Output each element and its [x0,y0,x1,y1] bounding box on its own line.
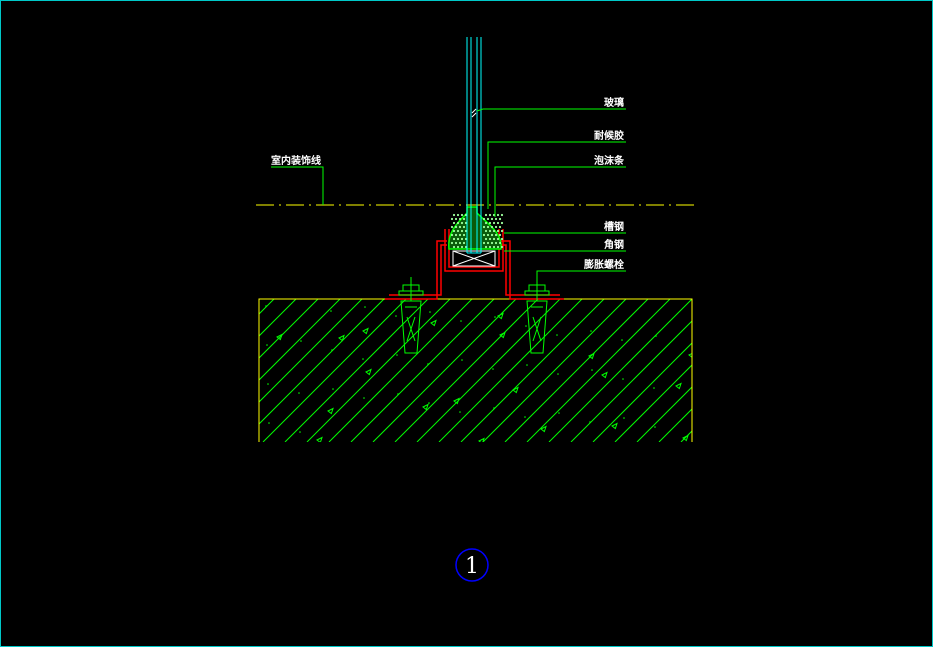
leader-foam-strip [494,166,626,217]
leader-expansion-bolt [536,270,626,283]
label-expansion-bolt: 膨胀螺栓 [584,258,624,271]
glass-panel [466,37,482,254]
foam-strip-sealant [448,206,504,250]
leader-glass [476,108,626,112]
leader-lines [271,108,626,283]
setting-block [452,250,496,267]
slab-outline [258,298,693,442]
detail-circle [455,548,489,582]
concrete-aggregate [265,305,692,442]
leader-sealant [487,141,626,209]
label-glass: 玻璃 [604,96,624,109]
label-angle-steel: 角钢 [604,238,624,251]
expansion-bolt-right [524,277,550,354]
leader-interior-finish [271,166,324,205]
concrete-slab [258,298,693,442]
label-structural-sealant: 耐候胶 [594,129,624,142]
label-channel-steel: 槽钢 [604,220,624,233]
label-interior-finish-line: 室内装饰线 [271,154,321,167]
concrete-hatch [259,299,692,442]
expansion-bolt-left [398,277,424,354]
label-foam-strip: 泡沫条 [594,154,625,167]
detail-marker: 1 [455,548,489,582]
detail-number: 1 [465,554,479,579]
